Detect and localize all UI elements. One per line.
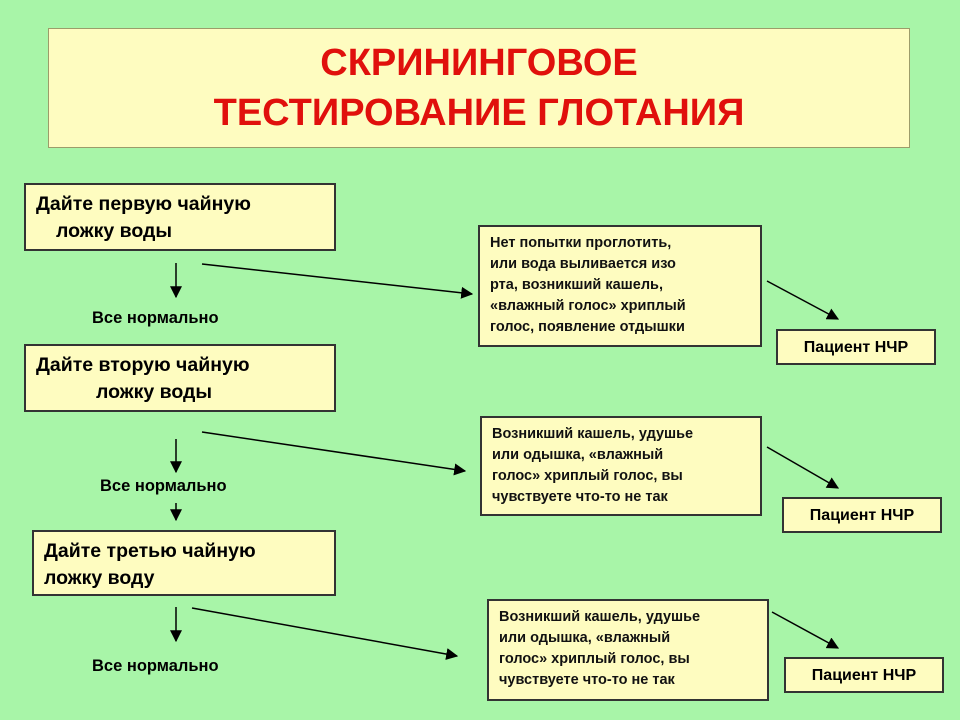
normal-label-1: Все нормально [92, 309, 219, 327]
condition-1-line-5: голос, появление отдышки [490, 319, 685, 335]
condition-1-line-4: «влажный голос» хриплый [490, 298, 686, 314]
condition-1-line-2: или вода выливается изо [490, 256, 676, 272]
title-box: СКРИНИНГОВОЕ ТЕСТИРОВАНИЕ ГЛОТАНИЯ [48, 28, 910, 148]
step-3-box: Дайте третью чайную ложку воду [32, 530, 336, 596]
step-2-line-1: Дайте вторую чайную [36, 354, 250, 376]
condition-1-line-3: рта, возникший кашель, [490, 277, 663, 293]
arrow-to-result-3 [771, 611, 840, 649]
result-3-box: Пациент НЧР [784, 657, 944, 693]
normal-label-3: Все нормально [92, 657, 219, 675]
step-1-box: Дайте первую чайную ложку воды [24, 183, 336, 251]
result-2-box: Пациент НЧР [782, 497, 942, 533]
condition-3-line-1: Возникший кашель, удушье [499, 609, 701, 625]
condition-2-line-1: Возникший кашель, удушье [492, 426, 694, 442]
condition-3-line-3: голос» хриплый голос, вы [499, 651, 690, 667]
title-line-2: ТЕСТИРОВАНИЕ ГЛОТАНИЯ [213, 92, 745, 134]
condition-1-line-1: Нет попытки проглотить, [490, 235, 672, 251]
step-1-line-1: Дайте первую чайную [36, 193, 251, 215]
step-2-box: Дайте вторую чайную ложку воды [24, 344, 336, 412]
condition-2-box: Возникший кашель, удушье или одышка, «вл… [480, 416, 762, 516]
title-line-1: СКРИНИНГОВОЕ [320, 42, 638, 84]
normal-label-2: Все нормально [100, 477, 227, 495]
arrow-to-result-1 [766, 280, 840, 320]
condition-3-box: Возникший кашель, удушье или одышка, «вл… [487, 599, 769, 701]
condition-3-line-4: чувствуете что-то не так [499, 672, 675, 688]
step-2-line-2: ложку воды [96, 381, 213, 403]
condition-2-line-3: голос» хриплый голос, вы [492, 468, 683, 484]
arrow-to-condition-2 [201, 431, 467, 476]
result-1-box: Пациент НЧР [776, 329, 936, 365]
condition-2-line-4: чувствуете что-то не так [492, 489, 668, 505]
step-3-line-1: Дайте третью чайную [44, 540, 256, 562]
arrow-to-result-2 [766, 446, 840, 489]
step-3-line-2: ложку воду [44, 567, 155, 589]
arrow-to-condition-1 [201, 263, 474, 299]
condition-3-line-2: или одышка, «влажный [499, 630, 671, 646]
condition-2-line-2: или одышка, «влажный [492, 447, 664, 463]
condition-1-box: Нет попытки проглотить, или вода выливае… [478, 225, 762, 347]
step-1-line-2: ложку воды [56, 220, 173, 242]
arrow-to-condition-3 [191, 607, 459, 660]
